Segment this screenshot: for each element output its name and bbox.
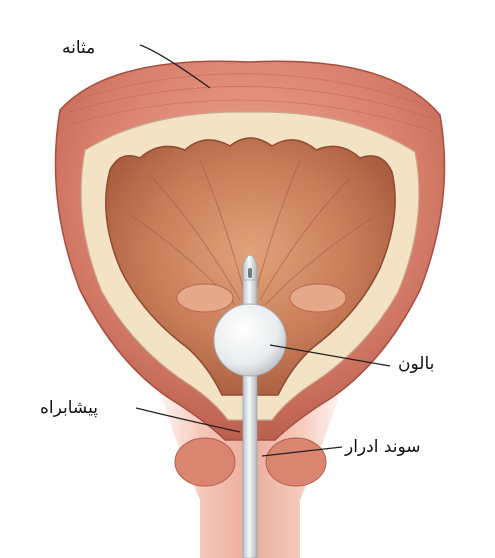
catheter-balloon [214,304,286,376]
left-fold [177,284,233,312]
left-gland [175,438,235,486]
right-fold [290,284,346,312]
right-gland [266,438,326,486]
label-bladder: مثانه [62,38,95,58]
catheter-eyelet [248,268,252,278]
label-balloon: بالون [398,354,434,374]
label-catheter: سوند ادرار [345,437,421,457]
label-urethra: پیشابراه [40,398,98,418]
